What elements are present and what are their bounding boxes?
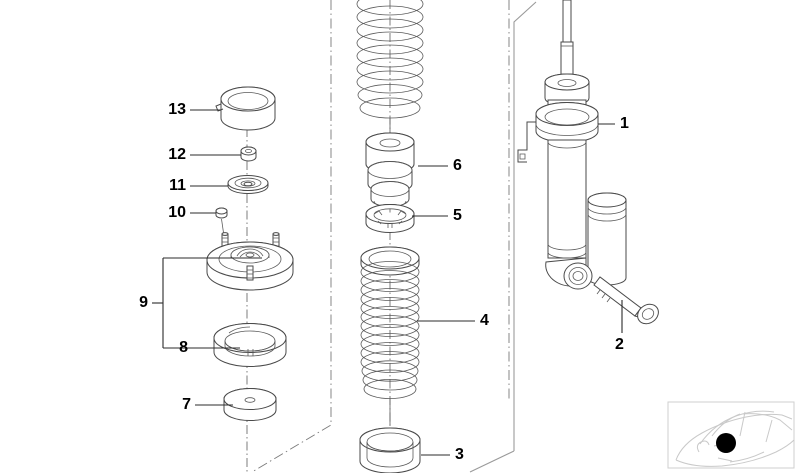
label-9: 9 bbox=[139, 294, 148, 311]
leader-lines bbox=[152, 109, 623, 456]
coil-spring bbox=[356, 0, 424, 140]
part-4-protective-bellows bbox=[360, 246, 420, 425]
part-9-support-bearing bbox=[206, 232, 294, 291]
label-3: 3 bbox=[455, 446, 464, 463]
label-2: 2 bbox=[615, 336, 624, 353]
right-panel-frame bbox=[469, 1, 537, 473]
part-10-small-cap-nut bbox=[215, 207, 228, 244]
part-12-hex-nut bbox=[240, 146, 257, 162]
part-8-upper-spring-pad bbox=[213, 323, 287, 367]
part-number-labels: 13 12 11 10 9 8 7 6 5 4 3 1 2 bbox=[139, 101, 629, 463]
part-7-thrust-washer bbox=[223, 388, 277, 421]
part-2-mounting-bolt bbox=[593, 276, 659, 325]
inset-border bbox=[667, 401, 795, 469]
label-10: 10 bbox=[168, 204, 186, 221]
vehicle-location-inset bbox=[667, 401, 795, 469]
part-11-flat-washer bbox=[227, 175, 269, 194]
label-13: 13 bbox=[168, 101, 186, 118]
label-1: 1 bbox=[620, 115, 629, 132]
car-silhouette-icon bbox=[675, 410, 795, 467]
label-7: 7 bbox=[182, 396, 191, 413]
location-marker-dot bbox=[716, 433, 736, 453]
part-5-retaining-ring bbox=[365, 204, 415, 233]
label-12: 12 bbox=[168, 146, 186, 163]
label-8: 8 bbox=[179, 339, 188, 356]
part-13-protective-cap bbox=[215, 86, 276, 131]
label-4: 4 bbox=[480, 312, 489, 329]
label-5: 5 bbox=[453, 207, 462, 224]
label-11: 11 bbox=[169, 177, 186, 194]
part-1-shock-absorber bbox=[517, 0, 627, 290]
column-divider-left bbox=[251, 0, 332, 473]
part-6-bump-stop bbox=[365, 132, 415, 208]
part-3-lower-spring-pad bbox=[359, 427, 421, 473]
label-6: 6 bbox=[453, 157, 462, 174]
